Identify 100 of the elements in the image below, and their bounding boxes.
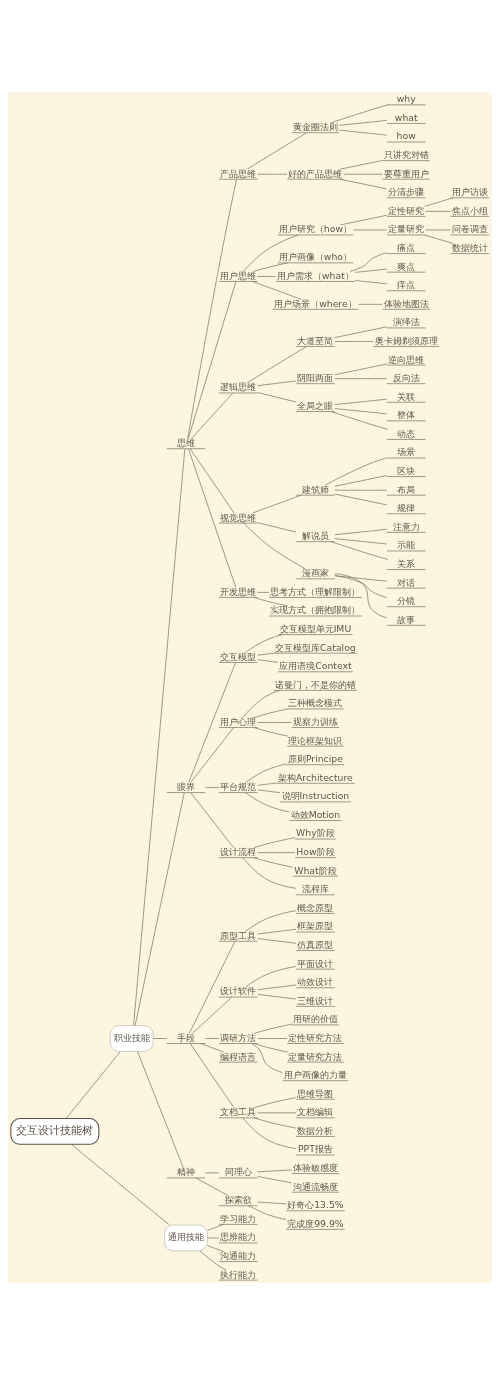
node-text: 定量研究方法 xyxy=(288,1050,343,1062)
node-text: 关联 xyxy=(397,390,416,402)
node-text: 文档编辑 xyxy=(297,1105,334,1117)
node-text: 问卷调查 xyxy=(451,222,488,234)
connector xyxy=(205,1172,220,1173)
node-text: 视觉思维 xyxy=(220,511,257,522)
connector xyxy=(334,325,388,338)
node-text: 应用语境Context xyxy=(279,659,352,671)
node-text: 交互模型库Catalog xyxy=(275,641,356,653)
node-text: 同理心 xyxy=(224,1165,252,1177)
connector xyxy=(257,173,288,175)
connector xyxy=(257,984,297,990)
connector xyxy=(188,940,236,1034)
node-text: 只讲究对错 xyxy=(383,148,429,160)
connector xyxy=(339,214,388,225)
connector xyxy=(257,652,274,656)
connector xyxy=(338,119,388,126)
connector xyxy=(257,1169,292,1172)
connector xyxy=(334,398,388,405)
node-box: 职业技能 xyxy=(109,1024,154,1052)
connector xyxy=(424,234,454,244)
node-text: 沟通能力 xyxy=(220,1249,257,1261)
node-text: 区块 xyxy=(397,464,416,476)
node-text: 用户画像的力量 xyxy=(283,1068,347,1080)
connector xyxy=(253,708,289,718)
node-text: 用户思维 xyxy=(220,269,257,281)
node-text: 三维设计 xyxy=(297,994,334,1006)
connector xyxy=(257,275,277,277)
connector xyxy=(354,279,388,284)
connector xyxy=(343,173,383,175)
connector xyxy=(257,658,279,663)
connector xyxy=(65,1050,121,1119)
connector xyxy=(188,661,236,783)
node-text: 分镜 xyxy=(397,594,416,606)
node-text: 示能 xyxy=(397,538,416,550)
node-text: 产品思维 xyxy=(220,167,257,179)
connector xyxy=(334,572,388,618)
connector xyxy=(334,493,388,505)
connector xyxy=(257,380,297,386)
node-text: 学习能力 xyxy=(220,1212,257,1224)
node-text: 设计流程 xyxy=(220,845,257,857)
node-text: 动态 xyxy=(397,427,416,439)
connector xyxy=(334,528,388,535)
connector xyxy=(330,410,389,430)
node-text: 对话 xyxy=(397,576,416,588)
connector xyxy=(334,489,388,491)
connector xyxy=(253,1042,289,1052)
connector xyxy=(190,791,234,848)
connector xyxy=(243,522,306,569)
connector xyxy=(207,1223,224,1231)
node-text: 眼界 xyxy=(177,780,196,792)
node-text: 文档工具 xyxy=(220,1105,257,1117)
connector xyxy=(192,996,233,1034)
node-text: what xyxy=(394,111,418,123)
connector xyxy=(245,633,283,653)
node-text: 故事 xyxy=(397,613,416,625)
node-text: 平面设计 xyxy=(297,957,334,969)
node-text: 用户心理 xyxy=(220,715,257,727)
connector xyxy=(257,391,297,402)
connector xyxy=(191,392,234,439)
node-text: 注意力 xyxy=(392,520,420,532)
node-text: 漫画家 xyxy=(301,566,329,578)
node-text: How阶段 xyxy=(296,845,335,857)
node-text: 爽点 xyxy=(397,260,416,272)
connector xyxy=(152,1037,167,1039)
node-text: 定性研究方法 xyxy=(288,1031,343,1043)
node-text: 说明Instruction xyxy=(281,789,350,801)
node-text: 要尊重用户 xyxy=(383,167,429,179)
connector xyxy=(189,448,235,513)
connector xyxy=(330,104,389,123)
connector xyxy=(253,856,294,868)
connector xyxy=(253,836,296,848)
connector xyxy=(242,689,280,718)
node-text: 用户场景（where） xyxy=(274,297,357,309)
node-text: 交互模型 xyxy=(220,650,257,662)
node-text: 反向法 xyxy=(392,371,420,383)
connector xyxy=(243,234,299,272)
connector xyxy=(71,1143,170,1225)
connector xyxy=(245,791,290,812)
node-text: 用户研究（how） xyxy=(278,222,352,234)
node-text: 场景 xyxy=(397,445,416,457)
connector xyxy=(257,1175,292,1183)
connector xyxy=(245,762,287,783)
connector xyxy=(245,909,297,932)
node-text: 实现方式（拥抱限制） xyxy=(270,603,361,615)
connector xyxy=(246,131,307,169)
node-text: 用户需求（what） xyxy=(277,269,354,281)
connector xyxy=(253,1117,297,1128)
node-text: 关系 xyxy=(397,557,416,569)
connector xyxy=(354,268,388,273)
node-text: 思考方式（理解限制） xyxy=(270,585,361,597)
connector xyxy=(205,786,220,788)
connector xyxy=(334,377,388,379)
connector xyxy=(257,1037,288,1039)
node-text: 仿真原型 xyxy=(297,938,334,950)
node-text: 定性研究 xyxy=(388,204,425,216)
node-text: 演绎法 xyxy=(392,315,420,327)
node-text: 手段 xyxy=(177,1031,196,1043)
node-text: 痛点 xyxy=(397,241,416,253)
connector xyxy=(253,726,289,736)
